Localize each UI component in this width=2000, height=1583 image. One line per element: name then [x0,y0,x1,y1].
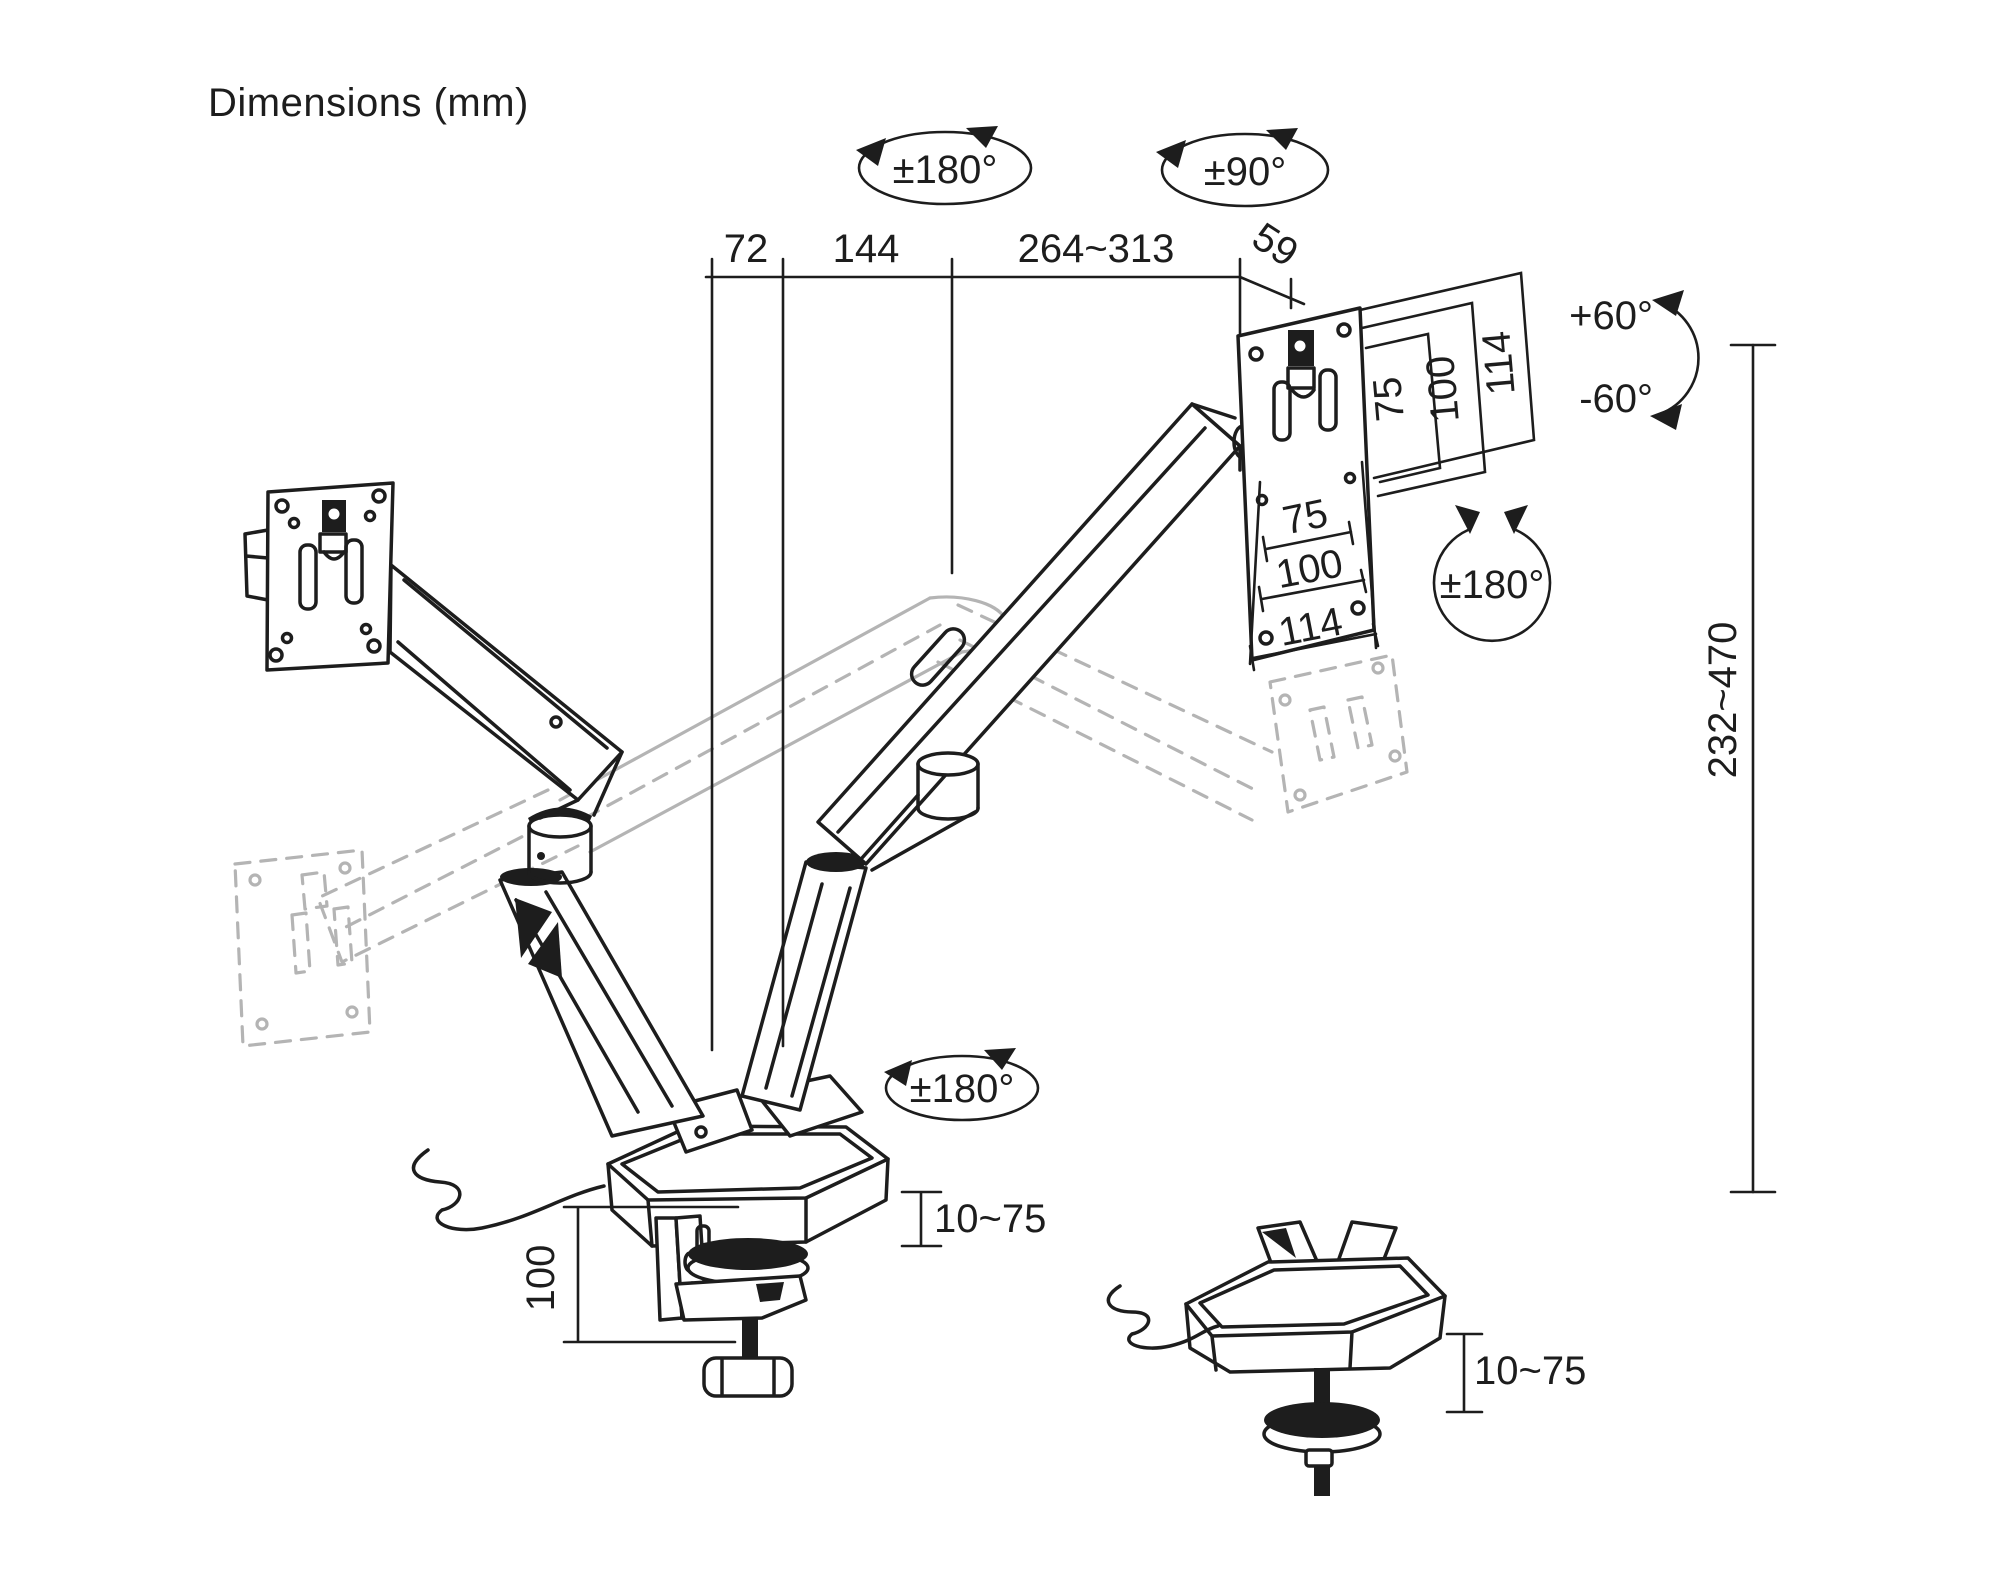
grommet-thickness-bracket [1445,1332,1484,1414]
tilt-arrow-icon [1652,290,1684,316]
right-lower-arm [740,852,868,1112]
rotation-arrow-icon [856,138,886,166]
rotation-base-swivel-label: ±180° [910,1067,1015,1111]
tilt-indicator [1650,290,1700,430]
desk-clamp [654,1214,810,1398]
right-vesa-plate [1236,306,1376,662]
dim-head-offset-label: 59 [1244,215,1305,276]
left-upper-arm [388,563,624,820]
vesa-vertical-75-label: 75 [1365,375,1413,423]
left-rotation-joint [527,807,593,885]
rotation-head-swivel-label: ±90° [1204,150,1286,194]
rotation-arrow-icon [984,1048,1016,1070]
dimension-annotations [562,126,1777,1414]
gas-spring-slot [909,627,967,687]
rotation-vesa-indicator [1432,505,1552,643]
labels: Dimensions (mm) 72 144 264~313 59 ±180° … [208,81,1745,1393]
rotation-head-swivel-indicator [1156,128,1330,208]
rotation-arrow-icon [1266,128,1298,150]
vesa-horizontal-75-label: 75 [1279,491,1332,543]
page-title: Dimensions (mm) [208,81,529,125]
vesa-vertical-brackets [1358,271,1536,498]
dim-grommet-thickness-label: 10~75 [1474,1349,1586,1393]
height-dimension [1729,343,1777,1194]
dim-height-range-label: 232~470 [1701,622,1745,779]
dim-arm-reach-label: 264~313 [1018,227,1175,271]
grommet-plate [1264,1402,1380,1438]
tilt-up-label: +60° [1569,294,1653,338]
dim-clamp-height-label: 100 [519,1245,563,1312]
elbow-joint [916,751,980,777]
clamp-height-bracket [562,1205,740,1344]
rotation-arrow-icon [884,1060,912,1086]
rotation-arrow-icon [1455,505,1480,534]
dim-offset-left-label: 72 [724,227,769,271]
vesa-vertical-114-label: 114 [1474,329,1523,396]
rotation-arrow-icon [1156,140,1186,168]
monitor-arm-assembly [243,306,1447,1496]
rotation-arm-swivel-label: ±180° [893,148,998,192]
tilt-arrow-icon [1650,404,1682,430]
grommet-mount-detail [1106,1220,1447,1496]
top-dimension-chain [704,257,1306,1052]
vesa-horizontal-brackets [1248,460,1380,672]
right-upper-arm [816,402,1254,872]
clamp-knob [702,1356,794,1398]
cable [411,1148,606,1232]
clamp-screw [742,1318,758,1360]
clamp-thickness-bracket [900,1190,943,1248]
rotation-base-swivel-indicator [884,1048,1040,1122]
left-vesa-plate [243,481,395,672]
tilt-down-label: -60° [1579,377,1653,421]
vesa-vertical-100-label: 100 [1418,354,1468,424]
desk-base [411,1124,890,1248]
rotation-arm-swivel-indicator [856,126,1033,206]
rotation-arrow-icon [1504,505,1528,534]
rotation-vesa-label: ±180° [1440,563,1545,607]
cable [1106,1284,1220,1350]
dim-offset-mid-label: 144 [833,227,900,271]
rotation-arrow-icon [966,126,998,148]
left-lower-arm [498,868,705,1138]
clamp-pad [688,1238,808,1270]
dim-clamp-thickness-label: 10~75 [934,1197,1046,1241]
